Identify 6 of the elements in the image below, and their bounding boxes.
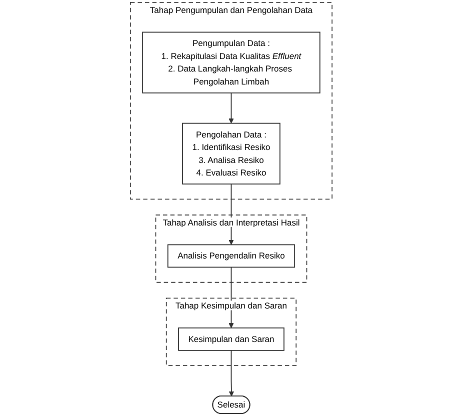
arrow <box>228 92 234 124</box>
node-box: Analisis Pengendalin Resiko <box>168 244 296 268</box>
node-box: Kesimpulan dan Saran <box>178 327 285 351</box>
node-box: Pengumpulan Data : 1. Rekapitulasi Data Kualitas Effluent 2. Data Langkah-langkah Proses Pengolahan Limbah <box>142 32 321 94</box>
arrow <box>229 350 234 396</box>
node-box: Pengolahan Data : 1. Identifikasi Resiko 3. Analisa Resiko 4. Evaluasi Resiko <box>182 122 281 184</box>
